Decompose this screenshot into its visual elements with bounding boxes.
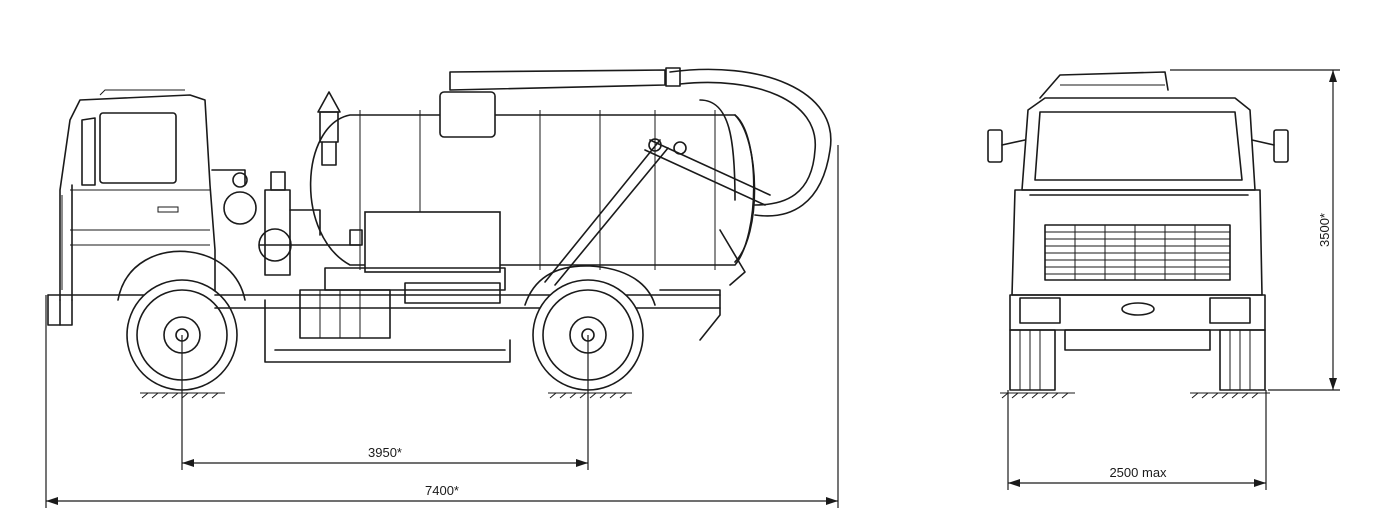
wheelbase-label: 3950* — [368, 445, 402, 460]
overall-width-label: 2500 max — [1109, 465, 1167, 480]
overall-height-label: 3500* — [1317, 213, 1332, 247]
vacuum-tank — [309, 91, 756, 291]
cab — [47, 89, 257, 326]
overall-length-label: 7400* — [425, 483, 459, 498]
hose-boom — [439, 67, 832, 286]
side-view: 3950* 7400* — [45, 67, 839, 508]
pump-unit — [258, 171, 363, 276]
wheelbase-dimension: 3950* — [181, 335, 589, 470]
rear-wheel — [524, 265, 656, 391]
width-dimension: 2500 max — [1007, 390, 1267, 490]
grille — [1045, 225, 1230, 280]
ground-marks — [140, 392, 632, 399]
front-view: 2500 max 3500* — [987, 69, 1340, 490]
chassis-frame — [214, 282, 721, 363]
height-dimension: 3500* — [1170, 69, 1340, 391]
length-dimension: 7400* — [45, 145, 839, 508]
